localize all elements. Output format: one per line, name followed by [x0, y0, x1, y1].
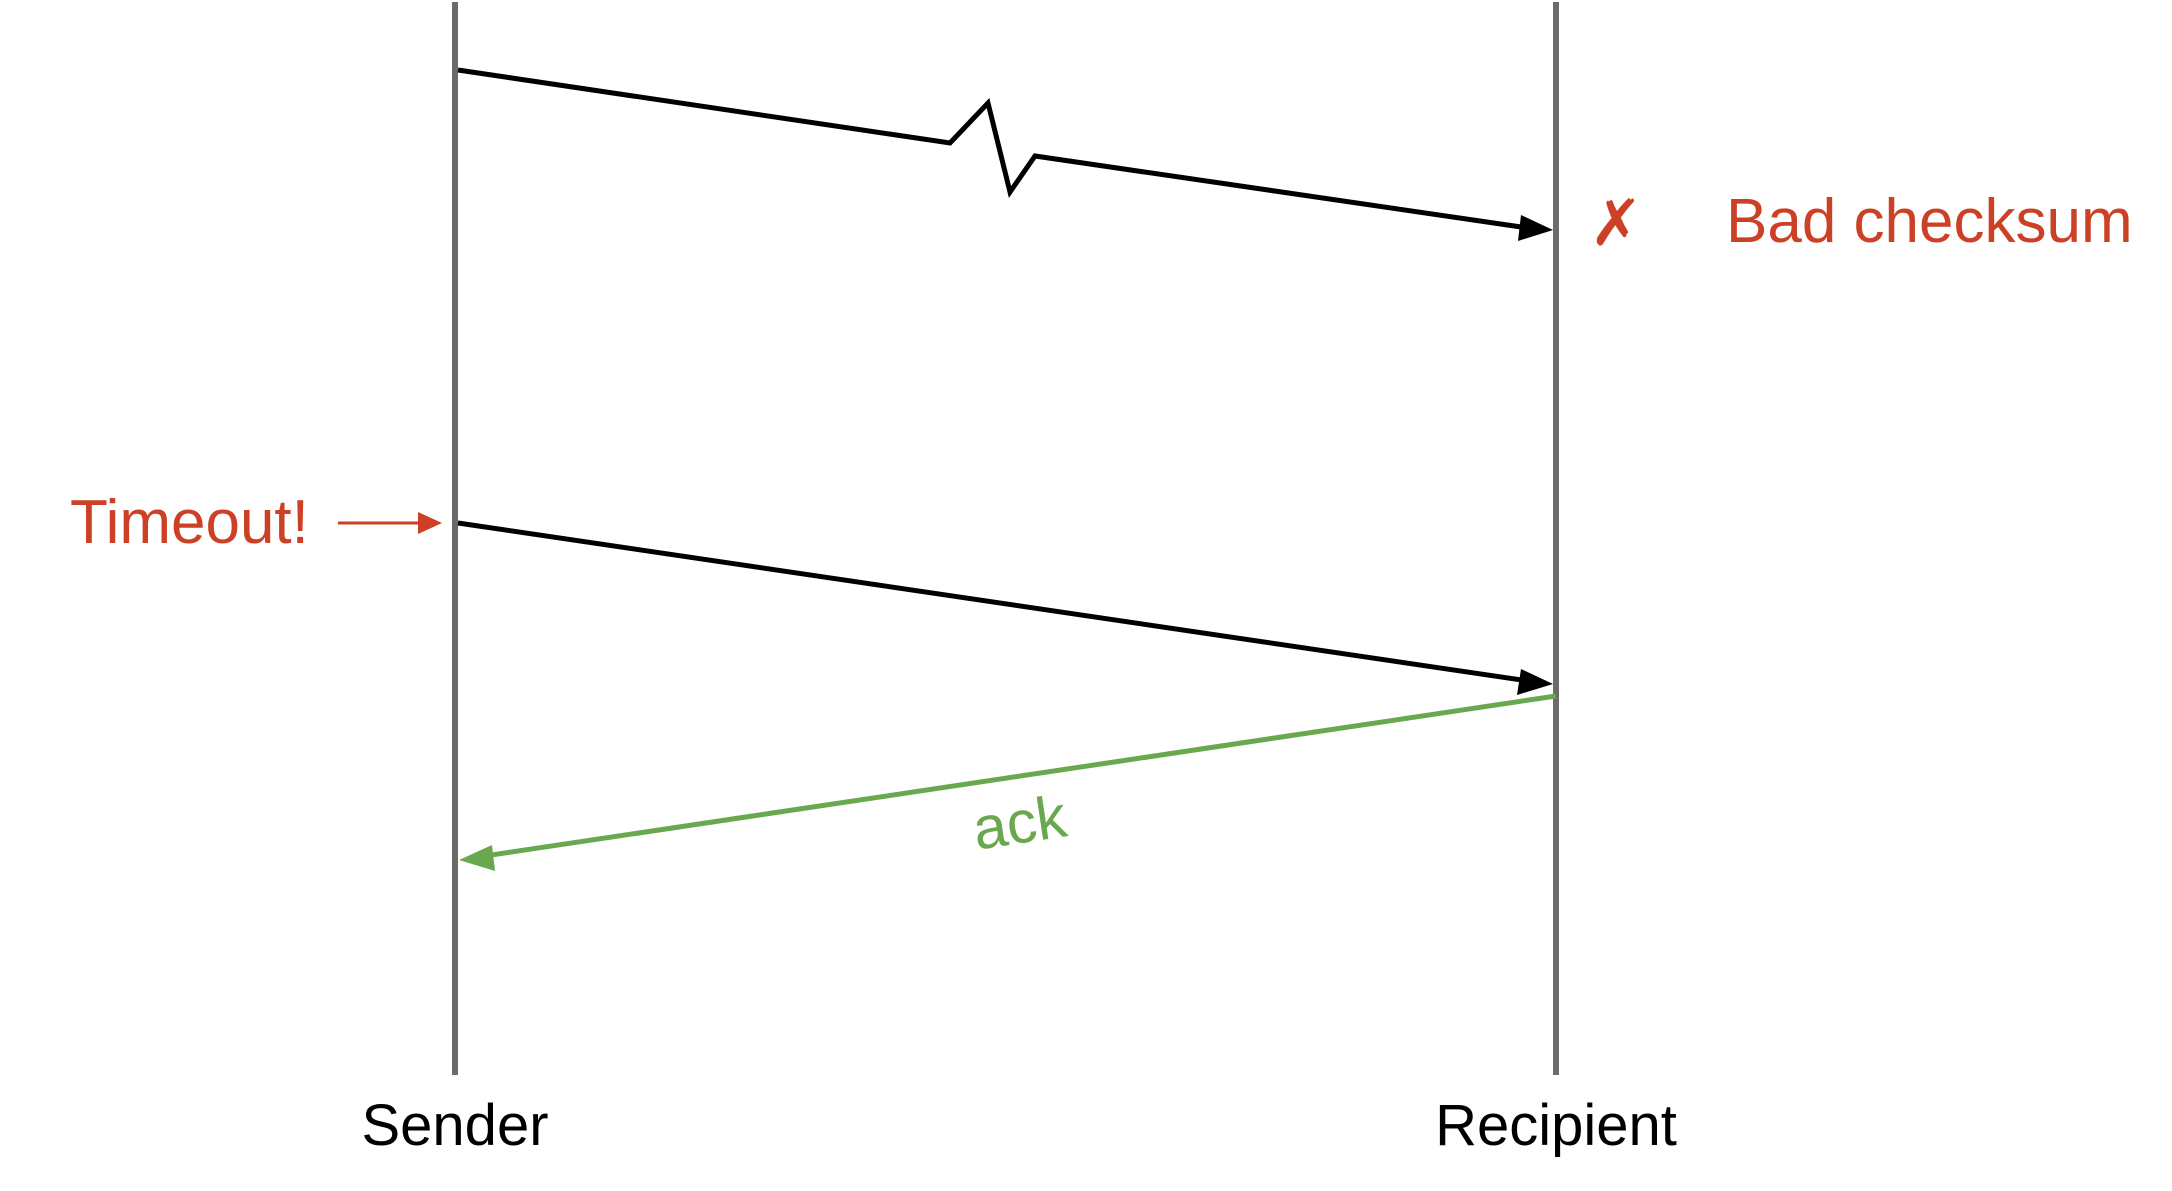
ack-message-arrowhead — [459, 845, 495, 871]
retransmit-message-arrow — [457, 520, 1536, 685]
ack-message-arrow — [477, 693, 1557, 860]
corrupted-message-arrowhead — [1518, 215, 1553, 241]
ack-label: ack — [969, 782, 1072, 862]
recipient-label: Recipient — [1435, 1093, 1677, 1158]
sender-label: Sender — [361, 1093, 548, 1158]
timeout-pointer-arrowhead — [418, 512, 442, 534]
corrupted-message-arrow — [457, 67, 1536, 233]
timeout-label: Timeout! — [70, 488, 309, 557]
retransmit-message-arrowhead — [1517, 669, 1553, 695]
bad-checksum-label: Bad checksum — [1726, 187, 2133, 256]
bad-checksum-x-mark: ✗ — [1589, 187, 1643, 259]
